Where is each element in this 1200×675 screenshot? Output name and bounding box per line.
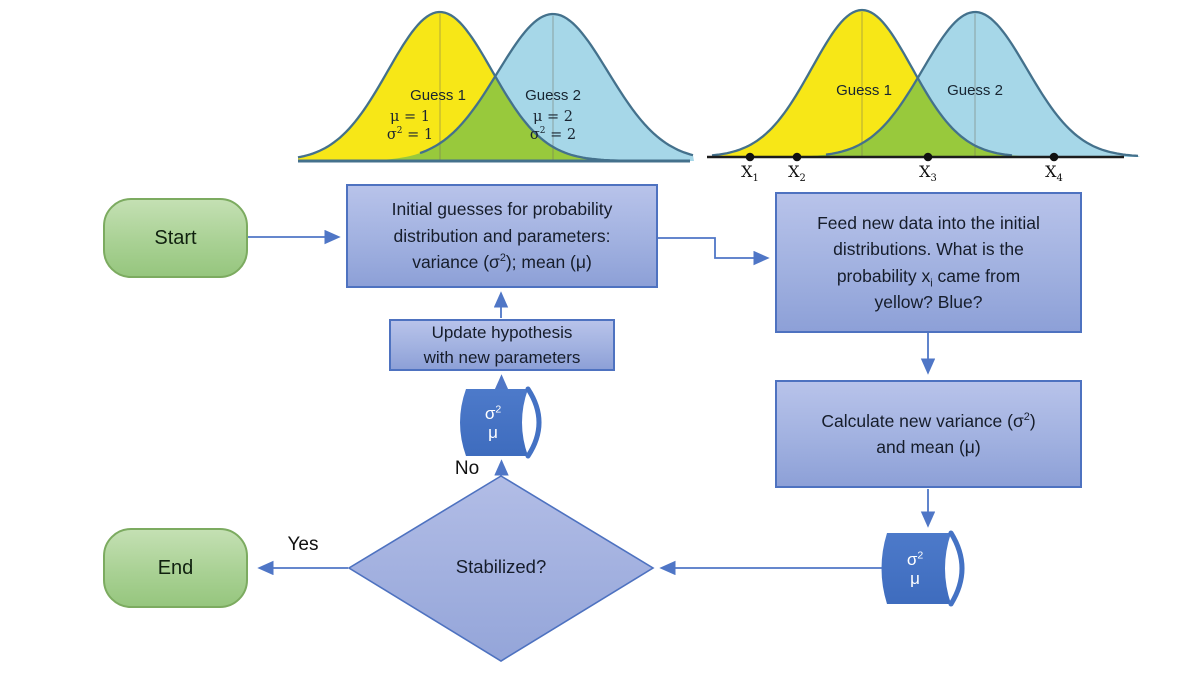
decision-label: Stabilized?	[455, 556, 547, 577]
data-point-label: X1	[741, 162, 759, 185]
storage-shape-left	[460, 386, 542, 459]
left-distribution-chart	[297, 10, 694, 163]
calculate-box: Calculate new variance (σ2)and mean (μ)	[775, 380, 1082, 488]
data-point-dot	[1049, 152, 1059, 162]
storage-right-cap	[948, 530, 965, 607]
guess1-mean-formula: μ = 1	[389, 109, 431, 125]
guess1-variance-formula: σ2 = 1	[386, 126, 434, 143]
guess2-variance-formula: σ2 = 2	[529, 126, 577, 143]
guess2-mean-formula: μ = 2	[532, 109, 574, 125]
start-label: Start	[154, 226, 197, 249]
end-node: End	[103, 528, 248, 608]
left-chart-guess2-label: Guess 2	[525, 87, 581, 104]
right-chart-guess1-label: Guess 1	[836, 82, 892, 99]
storage-shape-right	[881, 530, 965, 607]
arrow-initial-to-feed	[658, 237, 770, 266]
end-label: End	[157, 556, 194, 579]
right-distribution-chart	[707, 8, 1140, 162]
storage-left-cap	[525, 386, 542, 459]
right-chart-guess2-label: Guess 2	[947, 82, 1003, 99]
data-point-label: X3	[919, 162, 937, 185]
data-point-dot	[745, 152, 755, 162]
data-point-label: X2	[788, 162, 806, 185]
yes-label: Yes	[287, 534, 319, 555]
data-point-dot	[792, 152, 802, 162]
flow-arrows	[248, 229, 936, 576]
start-node: Start	[103, 198, 248, 278]
storage-left-body	[460, 389, 528, 456]
left-chart-guess1-label: Guess 1	[410, 87, 466, 104]
data-point-dot	[923, 152, 933, 162]
decision-diamond	[347, 475, 655, 662]
data-point-label: X4	[1045, 162, 1063, 185]
no-label: No	[454, 458, 480, 479]
storage-right-body	[881, 533, 951, 604]
